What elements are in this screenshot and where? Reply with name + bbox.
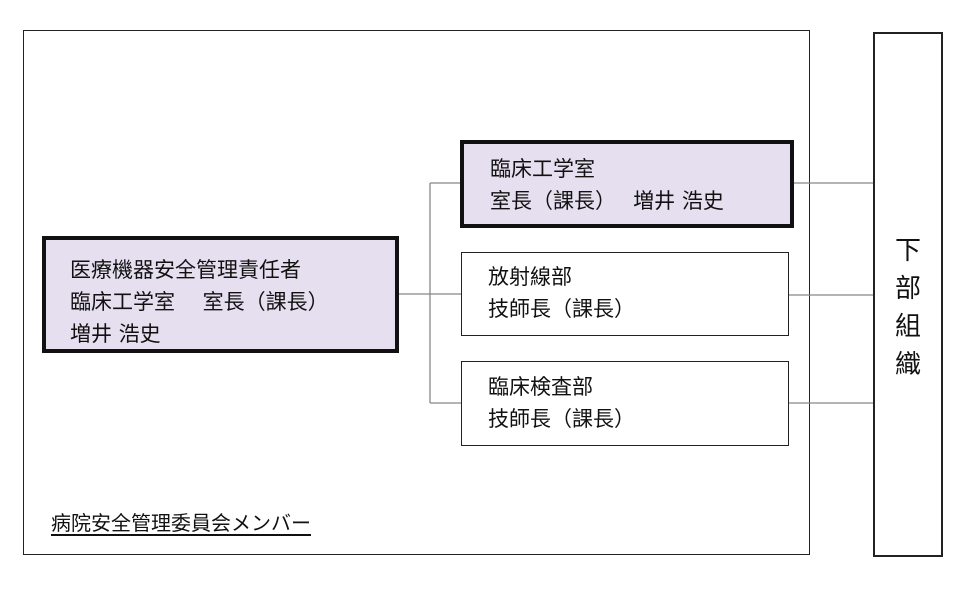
manager-name: 増井 浩史 xyxy=(70,322,161,346)
member-position: 室長（課長） 増井 浩史 xyxy=(490,189,724,213)
committee-frame xyxy=(23,30,810,555)
sub-org-char: 部 xyxy=(894,274,921,304)
member-position: 技師長（課長） xyxy=(488,297,635,321)
manager-position: 臨床工学室 室長（課長） xyxy=(70,290,329,314)
member-box-clinical-laboratory: 臨床検査部 技師長（課長） xyxy=(461,361,789,446)
member-department: 臨床検査部 xyxy=(488,375,593,399)
member-box-radiology: 放射線部 技師長（課長） xyxy=(461,252,789,336)
sub-organization-label: 下 部 組 織 xyxy=(873,232,943,384)
member-box-clinical-engineering: 臨床工学室 室長（課長） 増井 浩史 xyxy=(460,140,794,228)
member-department: 臨床工学室 xyxy=(490,157,595,181)
sub-organization-box xyxy=(873,32,943,557)
member-department: 放射線部 xyxy=(488,265,572,289)
manager-title: 医療機器安全管理責任者 xyxy=(70,258,301,282)
safety-manager-box: 医療機器安全管理責任者 臨床工学室 室長（課長） 増井 浩史 xyxy=(42,236,399,353)
sub-org-char: 織 xyxy=(894,350,921,380)
committee-label: 病院安全管理委員会メンバー xyxy=(51,511,311,535)
sub-org-char: 下 xyxy=(894,236,921,266)
sub-org-char: 組 xyxy=(894,312,921,342)
member-position: 技師長（課長） xyxy=(488,407,635,431)
